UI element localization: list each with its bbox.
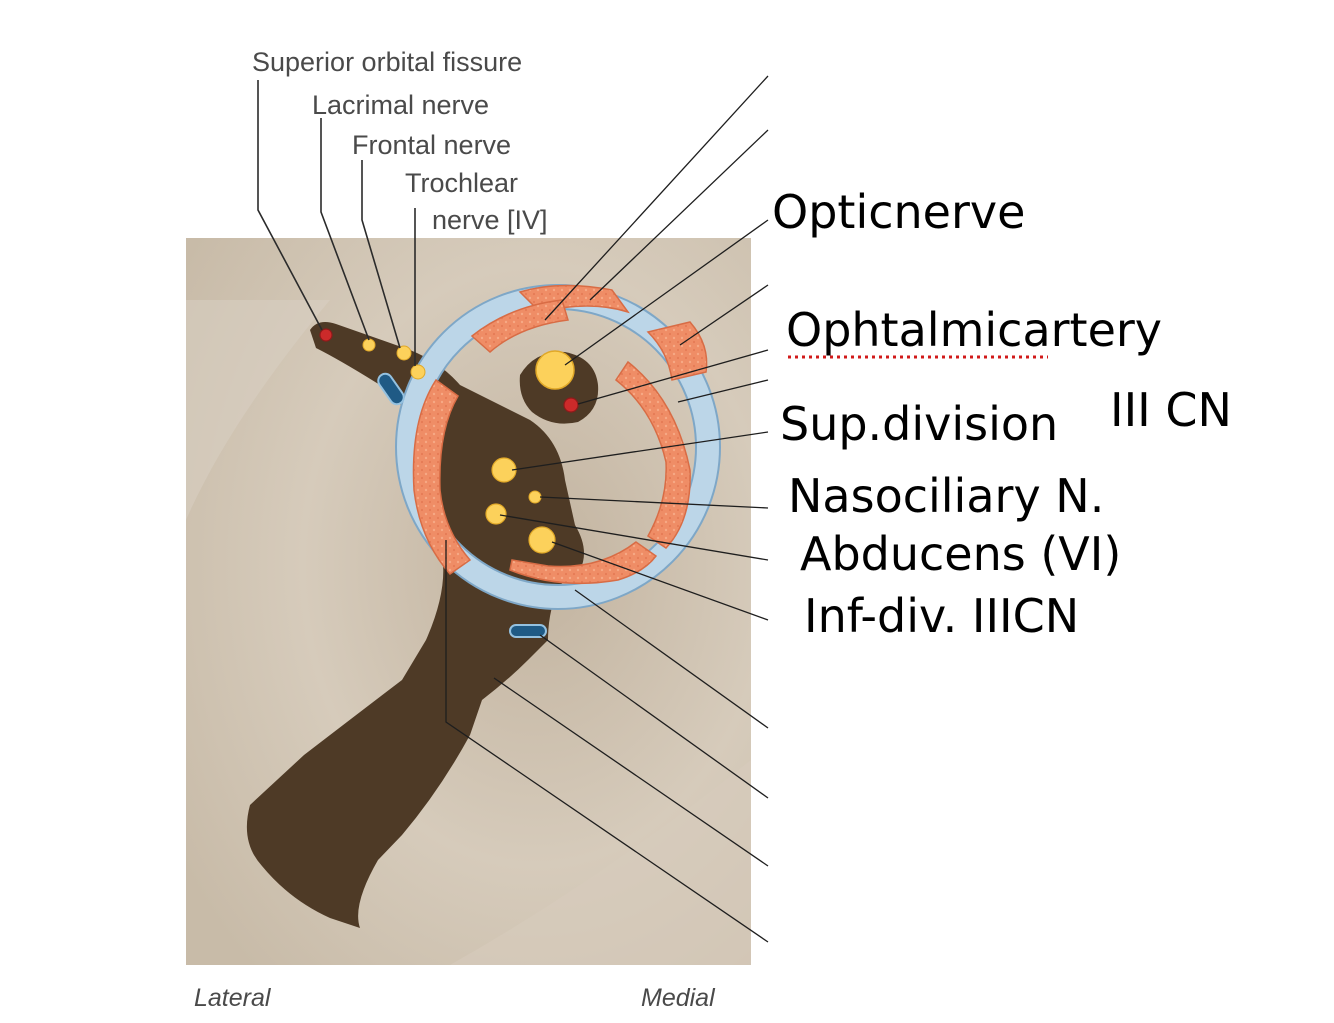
leader-lacrimal-nerve [320,118,370,341]
lacrimal-nerve-dot [362,338,376,352]
tissue-shading [186,300,330,520]
label-superior-orbital-fissure: Superior orbital fissure [252,47,522,77]
leader-right-6 [677,379,769,403]
leader-ophthalmic-artery [577,349,769,405]
trochlear-nerve-dot [410,364,426,380]
leader-right-13 [493,677,769,867]
leader-right-1 [544,75,769,321]
leader-right-11 [574,589,769,729]
handwritten-sup-division-suffix: III CN [1110,383,1232,437]
superior-ophthalmic-vein [377,372,405,406]
medial-rectus-segment [614,360,691,549]
handwritten-nasociliary: Nasociliary N. [788,469,1104,523]
leader-frontal-nerve [361,160,401,349]
label-trochlear-line2: nerve [IV] [432,205,548,235]
handwritten-abducens: Abducens (VI) [800,527,1121,581]
nasociliary-nerve [528,490,542,504]
leader-right-2 [589,129,769,301]
tissue-shading-lower [450,760,751,965]
optic-nerve [535,350,575,390]
handwritten-ophthalmic-artery: Ophtalmicartery [786,303,1162,357]
leader-right-4 [679,284,769,346]
leader-sup-division [511,431,769,471]
lateral-rectus-segment [412,378,472,575]
leader-abducens [499,514,769,561]
leader-nasociliary [539,496,769,509]
leader-optic-nerve [564,219,769,366]
label-trochlear-line1: Trochlear [405,168,518,198]
inferior-rectus-segment [509,541,658,585]
leader-right-14 [445,540,769,943]
leader-right-12 [539,634,769,799]
label-lateral: Lateral [194,984,272,1012]
inf-division-oculomotor-nerve [528,526,556,554]
label-lacrimal-nerve: Lacrimal nerve [312,90,489,120]
handwritten-optic-nerve: Opticnerve [772,185,1025,239]
frontal-nerve-dot [396,345,412,361]
leader-superior-orbital-fissure [257,80,323,331]
leader-inf-division [551,541,769,621]
label-frontal-nerve: Frontal nerve [352,130,511,160]
superior-rectus-segment [470,299,569,353]
fissure-artery-dot [319,328,333,342]
ophthalmic-artery [563,397,579,413]
handwritten-sup-division: Sup.division [780,397,1058,451]
abducens-nerve [485,503,507,525]
inferior-ophthalmic-vein [509,624,547,638]
handwritten-inf-division: Inf-div. IIICN [804,589,1079,643]
label-medial: Medial [641,984,716,1012]
